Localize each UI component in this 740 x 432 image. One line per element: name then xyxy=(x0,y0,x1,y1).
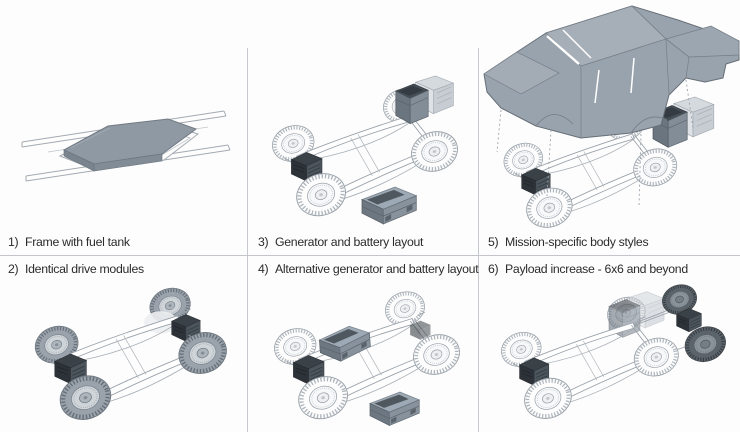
wheel-wire-mid-near xyxy=(627,330,686,384)
divider-vertical-1 xyxy=(247,48,248,432)
panel-caption: Payload increase - 6x6 and beyond xyxy=(505,262,688,276)
battery-box-separate xyxy=(369,391,420,426)
panel-number: 3) xyxy=(258,235,269,249)
illustration-frame-with-fuel-tank xyxy=(18,82,233,200)
generator-assembly xyxy=(395,75,454,125)
panel-label-1: 1) Frame with fuel tank xyxy=(8,234,130,250)
illustration-identical-drive-modules xyxy=(4,278,244,432)
illustration-alt-generator-battery-layout xyxy=(250,280,478,432)
battery-box-separate xyxy=(361,186,417,225)
divider-vertical-2 xyxy=(478,48,479,432)
wheel-wire-rear-near xyxy=(404,123,465,180)
panel-caption: Identical drive modules xyxy=(25,262,144,276)
vehicle-body xyxy=(483,5,740,139)
fuel-tank xyxy=(62,118,198,172)
panel-label-5: 5) Mission-specific body styles xyxy=(488,234,649,250)
panel-label-6: 6) Payload increase - 6x6 and beyond xyxy=(488,261,688,277)
panel-label-4: 4) Alternative generator and battery layo… xyxy=(258,261,479,277)
illustration-payload-increase-6x6 xyxy=(482,278,740,432)
panel-number: 1) xyxy=(8,235,19,249)
panel-number: 2) xyxy=(8,262,19,276)
panel-label-3: 3) Generator and battery layout xyxy=(258,234,423,250)
panel-caption: Frame with fuel tank xyxy=(25,235,130,249)
battery-box-mounted xyxy=(318,324,372,363)
panel-caption: Generator and battery layout xyxy=(275,235,424,249)
panel-label-2: 2) Identical drive modules xyxy=(8,261,144,277)
panel-caption: Alternative generator and battery layout xyxy=(275,262,479,276)
panel-caption: Mission-specific body styles xyxy=(505,235,649,249)
panel-number: 6) xyxy=(488,262,499,276)
panel-number: 5) xyxy=(488,235,499,249)
illustration-generator-battery-layout xyxy=(250,45,478,230)
divider-horizontal xyxy=(0,255,740,256)
panel-number: 4) xyxy=(258,262,269,276)
illustration-mission-specific-body xyxy=(481,0,740,236)
alignment-guides-dotted xyxy=(496,79,694,207)
